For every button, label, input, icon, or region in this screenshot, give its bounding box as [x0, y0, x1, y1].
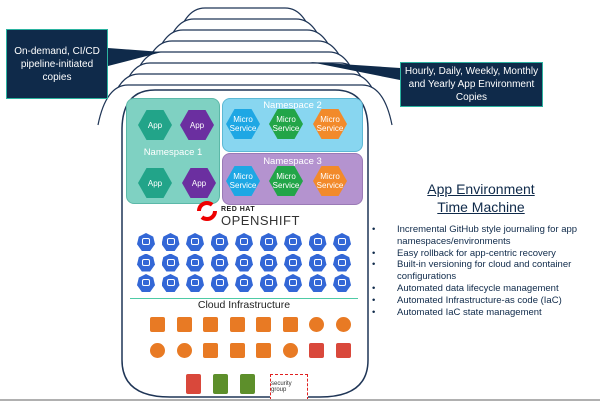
namespace-2-label: Namespace 2: [263, 100, 322, 111]
title-line-1: App Environment: [427, 181, 535, 197]
kubernetes-resource-icon: [308, 253, 327, 272]
kubernetes-resource-icon: [137, 274, 155, 292]
kubernetes-resource-icon: [235, 253, 253, 272]
microservice-hexagon[interactable]: Micro Service: [226, 166, 260, 196]
kubernetes-resource-icon: [259, 274, 278, 292]
feature-list: Incremental GitHub style journaling for …: [372, 224, 600, 318]
kubernetes-resource-icon: [161, 253, 180, 272]
kubernetes-resource-icon: [284, 233, 302, 251]
aws-lock-icon: [150, 343, 165, 358]
app-hexagon[interactable]: App: [182, 168, 216, 198]
kubernetes-resource-icon: [137, 233, 155, 251]
kubernetes-resource-icon: [137, 253, 155, 272]
callout-on-demand-copies: On-demand, CI/CD pipeline-initiated copi…: [6, 29, 108, 99]
openshift-logo-icon: [197, 201, 217, 221]
aws-compute-icon: [256, 317, 271, 332]
aws-bucket-icon: [309, 343, 324, 358]
aws-network-icon: [176, 343, 192, 358]
aws-cloud-icon: [335, 317, 351, 332]
aws-router-icon: [309, 317, 324, 332]
app-hexagon[interactable]: App: [180, 110, 214, 140]
kubernetes-resource-icon: [284, 274, 302, 292]
kubernetes-resource-icon: [333, 253, 351, 272]
aws-storage-icon: [186, 374, 201, 394]
kubernetes-resource-icon: [161, 274, 180, 292]
kubernetes-resource-icon: [235, 274, 253, 292]
namespace-3-label: Namespace 3: [263, 156, 322, 167]
callout-left-pointer: [108, 48, 162, 66]
aws-bucket-alt-icon: [335, 343, 351, 358]
app-hexagon[interactable]: App: [138, 168, 172, 198]
aws-chart-icon: [203, 317, 218, 332]
callout-right-pointer: [310, 62, 400, 80]
aws-connector-icon: [229, 317, 245, 332]
platform-vendor: RED HAT: [221, 206, 256, 213]
aws-gateway-icon: [203, 343, 218, 358]
kubernetes-resource-icon: [186, 274, 204, 292]
platform-product: OPENSHIFT: [221, 213, 300, 228]
kubernetes-resource-icon: [210, 233, 229, 251]
security-group-box[interactable]: security group: [270, 374, 308, 400]
microservice-hexagon[interactable]: Micro Service: [226, 109, 260, 139]
app-hexagon[interactable]: App: [138, 110, 172, 140]
kubernetes-resource-icon: [308, 274, 327, 292]
kubernetes-resource-icon: [210, 274, 229, 292]
aws-ec2-instances-icon: [150, 317, 165, 332]
aws-signpost-icon: [256, 343, 271, 358]
aws-storage-grid-icon: [176, 317, 192, 332]
feature-item: Automated IaC state management: [372, 307, 600, 319]
kubernetes-resource-icon: [210, 253, 229, 272]
kubernetes-resource-icon: [259, 253, 278, 272]
kubernetes-resource-icon: [186, 253, 204, 272]
title-line-2: Time Machine: [437, 199, 525, 215]
aws-load-balancer-icon: [282, 343, 298, 358]
kubernetes-resource-icon: [333, 274, 351, 292]
aws-ecs-icon: [282, 317, 298, 332]
infrastructure-divider: [130, 298, 358, 299]
feature-item: Built-in versioning for cloud and contai…: [372, 259, 600, 283]
kubernetes-resource-icon: [333, 233, 351, 251]
slide-bottom-border: [0, 399, 600, 401]
feature-item: Easy rollback for app-centric recovery: [372, 248, 600, 260]
aws-green-compute-icon: [240, 374, 255, 394]
aws-stack-icon: [213, 374, 228, 394]
kubernetes-resource-icon: [161, 233, 180, 251]
kubernetes-resource-icon: [235, 233, 253, 251]
namespace-1-label: Namespace 1: [143, 147, 203, 158]
feature-item: Automated Infrastructure-as code (IaC): [372, 295, 600, 307]
kubernetes-resource-icon: [284, 253, 302, 272]
feature-item: Automated data lifecycle management: [372, 283, 600, 295]
kubernetes-resource-icon: [186, 233, 204, 251]
feature-item: Incremental GitHub style journaling for …: [372, 224, 600, 248]
kubernetes-resource-icon: [308, 233, 327, 251]
callout-scheduled-copies: Hourly, Daily, Weekly, Monthly and Yearl…: [400, 62, 543, 107]
kubernetes-resource-icon: [259, 233, 278, 251]
time-machine-title: App Environment Time Machine: [396, 180, 566, 216]
aws-ip-table-icon: [229, 343, 245, 358]
cloud-infrastructure-label: Cloud Infrastructure: [197, 299, 291, 311]
